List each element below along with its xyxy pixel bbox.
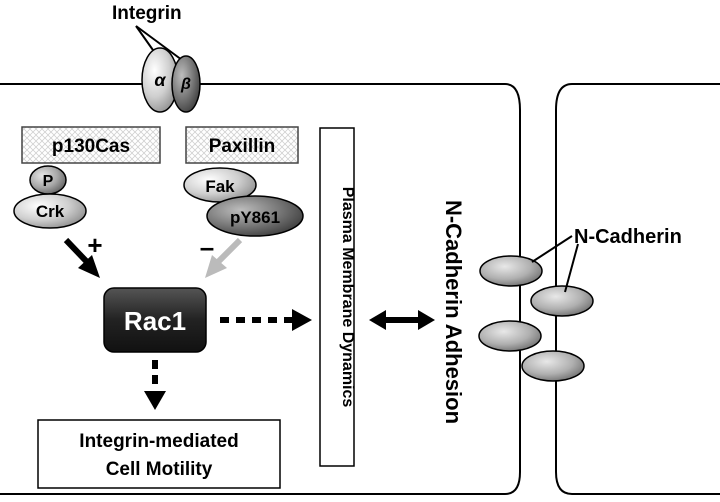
membrane-adhesion-right-head: [418, 310, 435, 330]
py861-rac1-arrow-head: [205, 255, 227, 278]
fak-label: Fak: [205, 177, 235, 196]
ncadherin-ellipse-3: [478, 320, 542, 352]
membrane-adhesion-left-head: [369, 310, 386, 330]
rac1-label: Rac1: [124, 306, 186, 336]
p130cas-box: [21, 126, 161, 164]
ncadherin-adhesion-label: N-Cadherin Adhesion: [441, 200, 466, 424]
plasma-membrane-box: [319, 127, 355, 467]
py861-rac1-arrow-shaft: [215, 237, 243, 265]
ncadherin-pointer-1: [531, 235, 573, 263]
p130cas-label: p130Cas: [52, 136, 130, 157]
ncadherin-label: N-Cadherin: [574, 226, 682, 248]
ncadherin-pointer-2: [564, 243, 579, 293]
py861-ellipse: [206, 195, 304, 237]
py861-label: pY861: [230, 208, 280, 227]
rac1-motility-arrow-head: [144, 391, 166, 410]
ncadherin-ellipse-2: [530, 285, 594, 317]
crk-rac1-arrow-shaft: [63, 237, 90, 265]
plasma-membrane-label: Plasma Membrane Dynamics: [339, 187, 356, 408]
phospho-label: P: [43, 173, 54, 190]
paxillin-box: [185, 126, 299, 164]
motility-box: [37, 419, 281, 489]
rac1-membrane-arrow-head: [292, 309, 312, 331]
ncadherin-ellipse-1: [479, 255, 543, 287]
rac1-box: [103, 287, 207, 353]
ncadherin-ellipse-4: [521, 350, 585, 382]
crk-rac1-arrow-head: [78, 255, 100, 278]
integrin-pointer-beta: [135, 25, 183, 61]
integrin-beta-label: β: [180, 76, 191, 93]
integrin-alpha-label: α: [154, 70, 166, 90]
left-cell-membrane: [0, 83, 521, 495]
crk-ellipse: [13, 193, 87, 229]
motility-line2: Cell Motility: [106, 459, 213, 480]
plus-sign: +: [87, 230, 102, 260]
integrin-beta-subunit: [171, 55, 201, 113]
paxillin-label: Paxillin: [209, 136, 276, 157]
minus-sign: –: [200, 232, 214, 262]
integrin-label: Integrin: [112, 3, 182, 24]
crk-label: Crk: [36, 202, 65, 221]
motility-line1: Integrin-mediated: [79, 431, 238, 452]
